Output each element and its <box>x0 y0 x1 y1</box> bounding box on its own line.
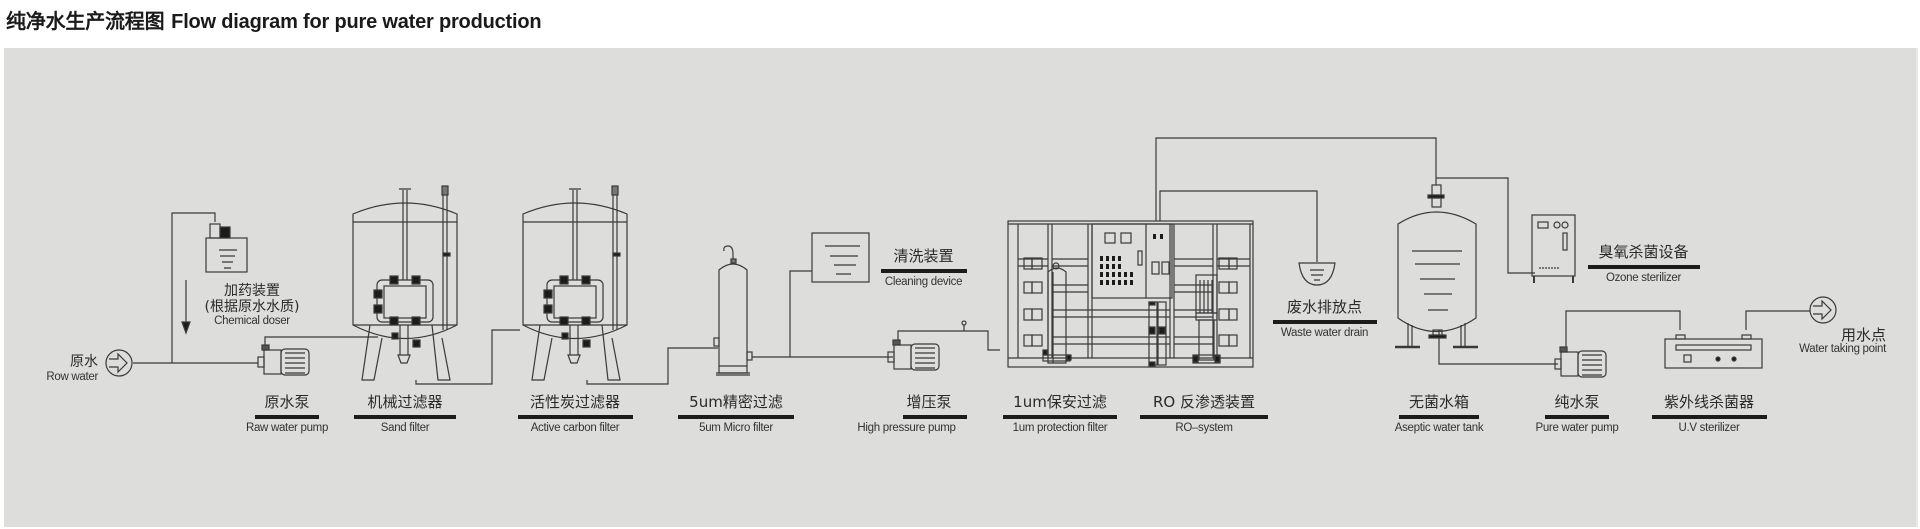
label-en: High pressure pump <box>857 422 956 434</box>
label-underline <box>880 269 967 273</box>
chemical-doser-en: Chemical doser <box>214 315 290 327</box>
title-cn: 纯净水生产流程图 <box>6 9 165 33</box>
label-underline <box>354 415 456 419</box>
pure-water-pump-icon <box>1554 346 1607 378</box>
source-label: 原水 <box>62 354 98 370</box>
cleaning-device-icon <box>811 232 870 283</box>
label-en: Aseptic water tank <box>1394 422 1484 434</box>
label-pure-water-pump: 纯水泵 Pure water pump <box>1527 393 1627 435</box>
label-cn: 清洗装置 <box>893 247 954 265</box>
label-en: Ozone sterilizer <box>1605 272 1682 284</box>
pipes <box>133 137 1810 385</box>
aseptic-water-tank-icon <box>1395 184 1478 349</box>
outlet-arrow-icon <box>1809 296 1837 324</box>
label-cn: 增压泵 <box>906 393 952 411</box>
page-title: 纯净水生产流程图 Flow diagram for pure water pro… <box>6 5 542 34</box>
ozone-sterilizer-icon <box>1531 214 1576 283</box>
label-underline <box>678 415 794 419</box>
dosing-tank-icon <box>181 223 248 335</box>
source-en: Row water <box>46 371 98 383</box>
label-protection-filter: 1um保安过滤 1um protection filter <box>1000 393 1120 435</box>
raw-water-pump-icon <box>257 344 310 376</box>
micro-filter-icon <box>713 245 753 376</box>
label-en: Active carbon filter <box>530 422 620 434</box>
label-underline <box>1272 320 1377 324</box>
label-underline <box>1587 265 1700 269</box>
label-cn: 纯水泵 <box>1554 393 1600 411</box>
label-cn: 5um精密过滤 <box>689 393 783 411</box>
label-underline <box>1399 415 1479 419</box>
label-cn: 废水排放点 <box>1286 298 1362 316</box>
label-aseptic-water-tank: 无菌水箱 Aseptic water tank <box>1384 393 1494 435</box>
label-cn: 臭氧杀菌设备 <box>1598 243 1689 261</box>
label-en: 1um protection filter <box>1012 422 1108 434</box>
label-ozone-sterilizer: 臭氧杀菌设备 Ozone sterilizer <box>1586 243 1701 285</box>
outlet-en: Water taking point <box>1799 343 1886 355</box>
label-sand-filter: 机械过滤器 Sand filter <box>350 393 460 435</box>
label-underline <box>1651 415 1767 419</box>
ro-system-icon <box>1007 220 1254 368</box>
label-underline <box>1003 415 1117 419</box>
label-en: Pure water pump <box>1535 422 1619 434</box>
high-pressure-pump-icon <box>887 320 967 371</box>
label-en: Sand filter <box>380 422 430 434</box>
label-uv-sterilizer: 紫外线杀菌器 U.V sterilizer <box>1650 393 1768 435</box>
chemical-doser-cn: 加药装置 <box>224 283 280 299</box>
label-high-pressure-pump: 增压泵 High pressure pump <box>844 393 969 435</box>
outlet-label: 用水点 Water taking point <box>1778 327 1886 356</box>
label-en: U.V sterilizer <box>1678 422 1740 434</box>
label-cn: 无菌水箱 <box>1408 393 1469 411</box>
diagram-panel <box>4 48 1918 527</box>
label-en: RO–system <box>1175 422 1233 434</box>
label-en: 5um Micro filter <box>699 422 773 434</box>
title-en: Flow diagram for pure water production <box>171 11 542 33</box>
chemical-doser-label: 加药装置 (根据原水水质) Chemical doser <box>192 283 312 328</box>
label-active-carbon-filter: 活性炭过滤器 Active carbon filter <box>515 393 635 435</box>
label-en: Waste water drain <box>1280 327 1369 339</box>
label-ro-system: RO 反渗透装置 RO–system <box>1138 393 1270 435</box>
source-en-label: Row water <box>38 371 98 384</box>
label-cn: 1um保安过滤 <box>1013 393 1107 411</box>
active-carbon-filter-icon <box>522 185 628 381</box>
label-underline <box>1545 415 1609 419</box>
label-waste-water-drain: 废水排放点 Waste water drain <box>1272 298 1377 340</box>
label-underline <box>903 415 967 419</box>
label-en: Raw water pump <box>245 422 329 434</box>
drain-icon <box>1298 262 1336 286</box>
label-micro-filter: 5um精密过滤 5um Micro filter <box>676 393 796 435</box>
label-cn: 紫外线杀菌器 <box>1663 393 1754 411</box>
label-en: Cleaning device <box>884 276 963 288</box>
label-cn: 原水泵 <box>264 393 310 411</box>
label-cn: 活性炭过滤器 <box>529 393 620 411</box>
inlet-arrow-icon <box>105 349 133 377</box>
outlet-cn: 用水点 <box>1840 326 1886 344</box>
label-raw-water-pump: 原水泵 Raw water pump <box>237 393 337 435</box>
label-underline <box>517 415 633 419</box>
source-cn: 原水 <box>70 354 98 370</box>
label-cleaning-device: 清洗装置 Cleaning device <box>876 247 971 289</box>
label-underline <box>1140 415 1268 419</box>
sand-filter-icon <box>352 185 458 381</box>
label-cn: 机械过滤器 <box>367 393 443 411</box>
uv-sterilizer-icon <box>1664 334 1763 369</box>
label-underline <box>255 415 319 419</box>
chemical-doser-note: (根据原水水质) <box>204 299 300 315</box>
label-cn: RO 反渗透装置 <box>1153 393 1255 411</box>
